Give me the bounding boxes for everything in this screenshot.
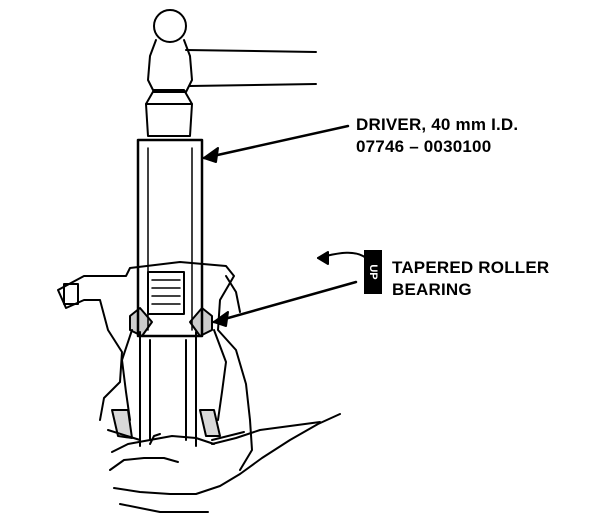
driver-part-number: 07746 – 0030100 [356,137,492,156]
hammer [147,9,317,93]
up-orientation-arrow [317,251,367,265]
bearing-callout: TAPERED ROLLER BEARING [392,257,549,301]
driver-leader-line [202,124,350,163]
bearing-tag: UP [364,250,382,294]
driver-name-label: DRIVER, 40 mm I.D. [356,115,519,134]
driver-callout: DRIVER, 40 mm I.D. 07746 – 0030100 [356,114,518,158]
bearing-label-line2: BEARING [392,280,472,299]
supporting-hand [109,413,341,513]
tapered-roller-bearing [129,271,213,337]
knuckle-housing [57,261,253,471]
driver-tool [136,89,204,338]
hub [139,331,197,447]
bearing-leader-line [212,280,358,327]
bearing-label-line1: TAPERED ROLLER [392,258,550,277]
bearing-tag-label: UP [367,264,379,279]
